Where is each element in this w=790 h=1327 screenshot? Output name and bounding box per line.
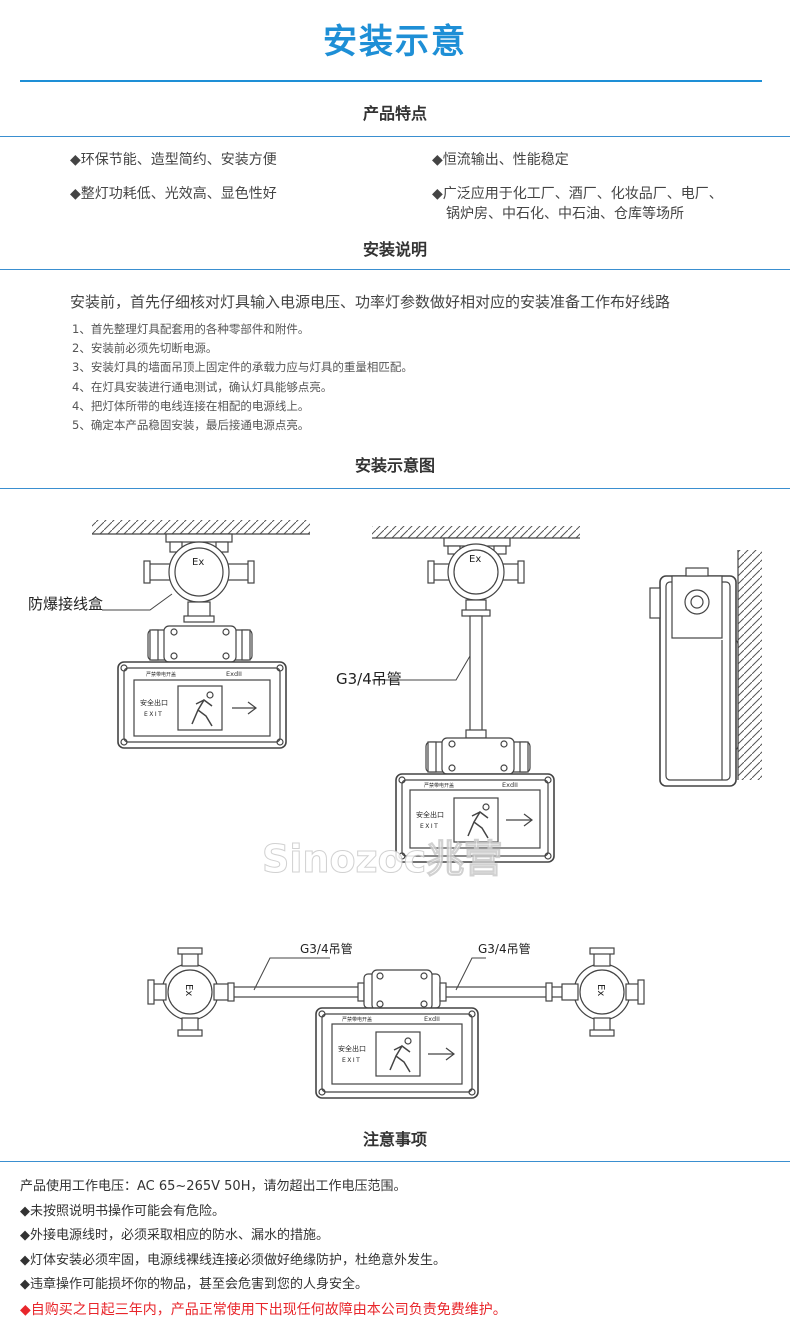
exit-cn-text: 安全出口: [140, 698, 168, 707]
feature-item: ◆整灯功耗低、光效高、显色性好: [70, 186, 277, 202]
exit-cn-text: 安全出口: [416, 810, 444, 819]
pipe-right-label: G3/4吊管: [478, 941, 531, 956]
ex-mark: Ex: [595, 984, 606, 996]
step-item: 4、把灯体所带的电线连接在相配的电源线上。: [72, 398, 310, 413]
note-item: 产品使用工作电压：AC 65~265V 50H，请勿超出工作电压范围。: [20, 1179, 407, 1194]
exit-en-text: EXIT: [144, 711, 163, 718]
lamp-rating-text: ExdII: [502, 781, 518, 789]
ex-mark: Ex: [469, 554, 481, 565]
feature-item: ◆恒流输出、性能稳定: [432, 152, 569, 168]
horizontal-mount-figure: [147, 947, 645, 1099]
instructions-steps: 1、首先整理灯具配套用的各种零部件和附件。 2、安装前必须先切断电源。 3、安装…: [72, 320, 413, 435]
diagram-heading: 安装示意图: [354, 456, 435, 475]
exit-en-text: EXIT: [342, 1057, 361, 1064]
step-item: 3、安装灯具的墙面吊顶上固定件的承载力应与灯具的重量相匹配。: [72, 360, 413, 375]
notes-heading: 注意事项: [362, 1130, 427, 1149]
notes-list: 产品使用工作电压：AC 65~265V 50H，请勿超出工作电压范围。 ◆未按照…: [20, 1175, 507, 1322]
feature-item: ◆广泛应用于化工厂、酒厂、化妆品厂、电厂、: [432, 186, 723, 202]
lamp-rating-text: ExdII: [424, 1015, 440, 1023]
notes-divider: [0, 1161, 790, 1162]
diagram-divider: [0, 488, 790, 489]
title-divider: [20, 80, 762, 82]
pendant-mount-figure: [372, 526, 580, 863]
feature-item: 锅炉房、中石化、中石油、仓库等场所: [446, 206, 684, 222]
instructions-heading: 安装说明: [362, 240, 427, 259]
step-item: 5、确定本产品稳固安装，最后接通电源点亮。: [72, 418, 310, 433]
ex-mark: Ex: [192, 557, 204, 568]
step-item: 4、在灯具安装进行通电测试，确认灯具能够点亮。: [72, 379, 333, 394]
note-item: ◆灯体安装必须牢固，电源线裸线连接必须做好绝缘防护，杜绝意外发生。: [20, 1252, 446, 1268]
wall-mount-figure: [649, 550, 762, 787]
lamp-brand-text: 严禁带电开盖: [146, 671, 176, 678]
pipe-label: G3/4吊管: [336, 670, 402, 688]
exit-cn-text: 安全出口: [338, 1044, 366, 1053]
exit-en-text: EXIT: [420, 823, 439, 830]
ceiling-mount-figure: [92, 520, 310, 749]
instructions-divider: [0, 269, 790, 270]
junction-box-label: 防爆接线盒: [28, 595, 103, 613]
pipe-left-label: G3/4吊管: [300, 941, 353, 956]
note-item: ◆外接电源线时，必须采取相应的防水、漏水的措施。: [20, 1228, 329, 1243]
warranty-note: ◆自购买之日起三年内，产品正常使用下出现任何故障由本公司负责免费维护。: [20, 1301, 507, 1318]
page-title: 安装示意: [323, 22, 467, 62]
features-divider: [0, 136, 790, 137]
note-item: ◆未按照说明书操作可能会有危险。: [20, 1203, 225, 1219]
watermark-logo: Sinozoc兆营: [262, 837, 502, 881]
installation-diagram: 防爆接线盒 G3/4吊管 G3/4吊管 G3/4吊管 Ex Ex Ex Ex 严…: [28, 520, 762, 1099]
ex-mark: Ex: [183, 984, 194, 996]
note-item: ◆违章操作可能损坏你的物品，甚至会危害到您的人身安全。: [20, 1277, 368, 1292]
step-item: 1、首先整理灯具配套用的各种零部件和附件。: [72, 322, 310, 336]
step-item: 2、安装前必须先切断电源。: [72, 341, 218, 356]
lamp-rating-text: ExdII: [226, 670, 242, 678]
lamp-brand-text: 严禁带电开盖: [342, 1016, 372, 1023]
instructions-intro: 安装前，首先仔细核对灯具输入电源电压、功率灯参数做好相对应的安装准备工作布好线路: [70, 293, 671, 311]
feature-item: ◆环保节能、造型简约、安装方便: [70, 152, 277, 168]
lamp-brand-text: 严禁带电开盖: [424, 782, 454, 789]
features-heading: 产品特点: [362, 104, 427, 123]
